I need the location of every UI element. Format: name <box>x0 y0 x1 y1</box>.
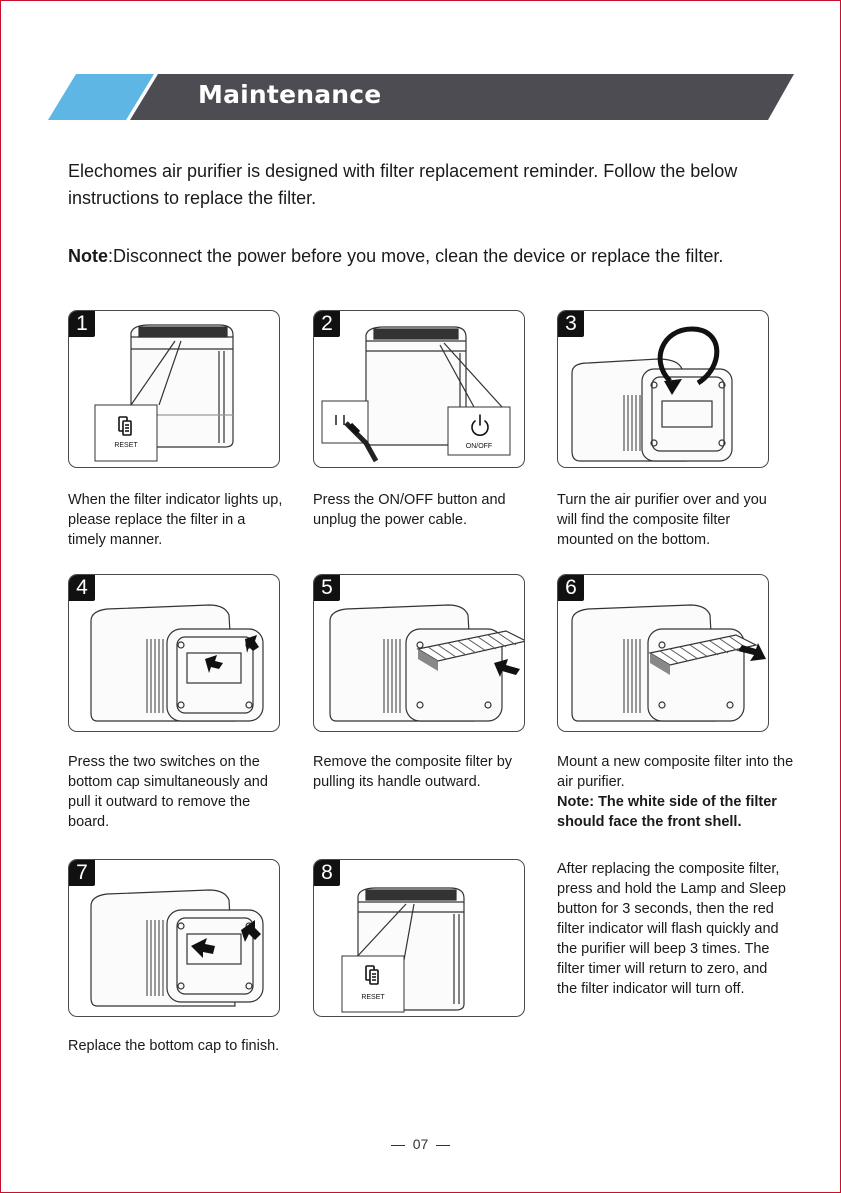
step-number-badge: 6 <box>558 575 584 601</box>
remove-cap-illustration <box>69 575 280 732</box>
intro-text: Elechomes air purifier is designed with … <box>68 158 788 212</box>
step-6-caption: Mount a new composite filter into the ai… <box>557 754 793 790</box>
step-6-panel: 6 <box>557 574 769 732</box>
step-1-panel: 1 RESET <box>68 310 280 468</box>
section-header: Maintenance <box>46 74 794 120</box>
step-number-badge: 5 <box>314 575 340 601</box>
step-8-panel: 8 RESET <box>313 859 525 1017</box>
step-2-caption: Press the ON/OFF button and unplug the p… <box>313 490 535 530</box>
step-2-panel: 2 ON/OFF <box>313 310 525 468</box>
step-5-caption: Remove the composite filter by pulling i… <box>313 752 531 792</box>
step-5-panel: 5 <box>313 574 525 732</box>
purifier-flip-illustration <box>558 311 769 468</box>
header-banner-shape <box>46 74 794 120</box>
step-number-badge: 4 <box>69 575 95 601</box>
replace-cap-illustration <box>69 860 280 1017</box>
note-text: Note:Disconnect the power before you mov… <box>68 243 808 269</box>
section-title: Maintenance <box>198 80 381 109</box>
page-number: 07 <box>413 1136 429 1152</box>
step-number-badge: 7 <box>69 860 95 886</box>
remove-filter-illustration <box>314 575 525 732</box>
step-3-caption: Turn the air purifier over and you will … <box>557 490 772 550</box>
step-4-caption: Press the two switches on the bottom cap… <box>68 752 290 832</box>
note-label: Note <box>68 246 108 266</box>
reset-label: RESET <box>95 442 157 449</box>
reset-label: RESET <box>342 994 404 1001</box>
page-footer: 07 <box>0 1136 841 1152</box>
step-7-panel: 7 <box>68 859 280 1017</box>
step-3-panel: 3 <box>557 310 769 468</box>
step-7-caption: Replace the bottom cap to finish. <box>68 1036 280 1056</box>
insert-filter-illustration <box>558 575 769 732</box>
step-6-note: Note: The white side of the filter shoul… <box>557 792 797 832</box>
step-number-badge: 3 <box>558 311 584 337</box>
step-1-caption: When the filter indicator lights up, ple… <box>68 490 286 550</box>
note-body: :Disconnect the power before you move, c… <box>108 246 723 266</box>
step-number-badge: 8 <box>314 860 340 886</box>
on-off-label: ON/OFF <box>448 443 510 450</box>
step-6-caption-block: Mount a new composite filter into the ai… <box>557 752 797 832</box>
step-4-panel: 4 <box>68 574 280 732</box>
footer-dash-left <box>391 1145 405 1146</box>
footer-dash-right <box>436 1145 450 1146</box>
step-8-caption: After replacing the composite filter, pr… <box>557 859 789 999</box>
